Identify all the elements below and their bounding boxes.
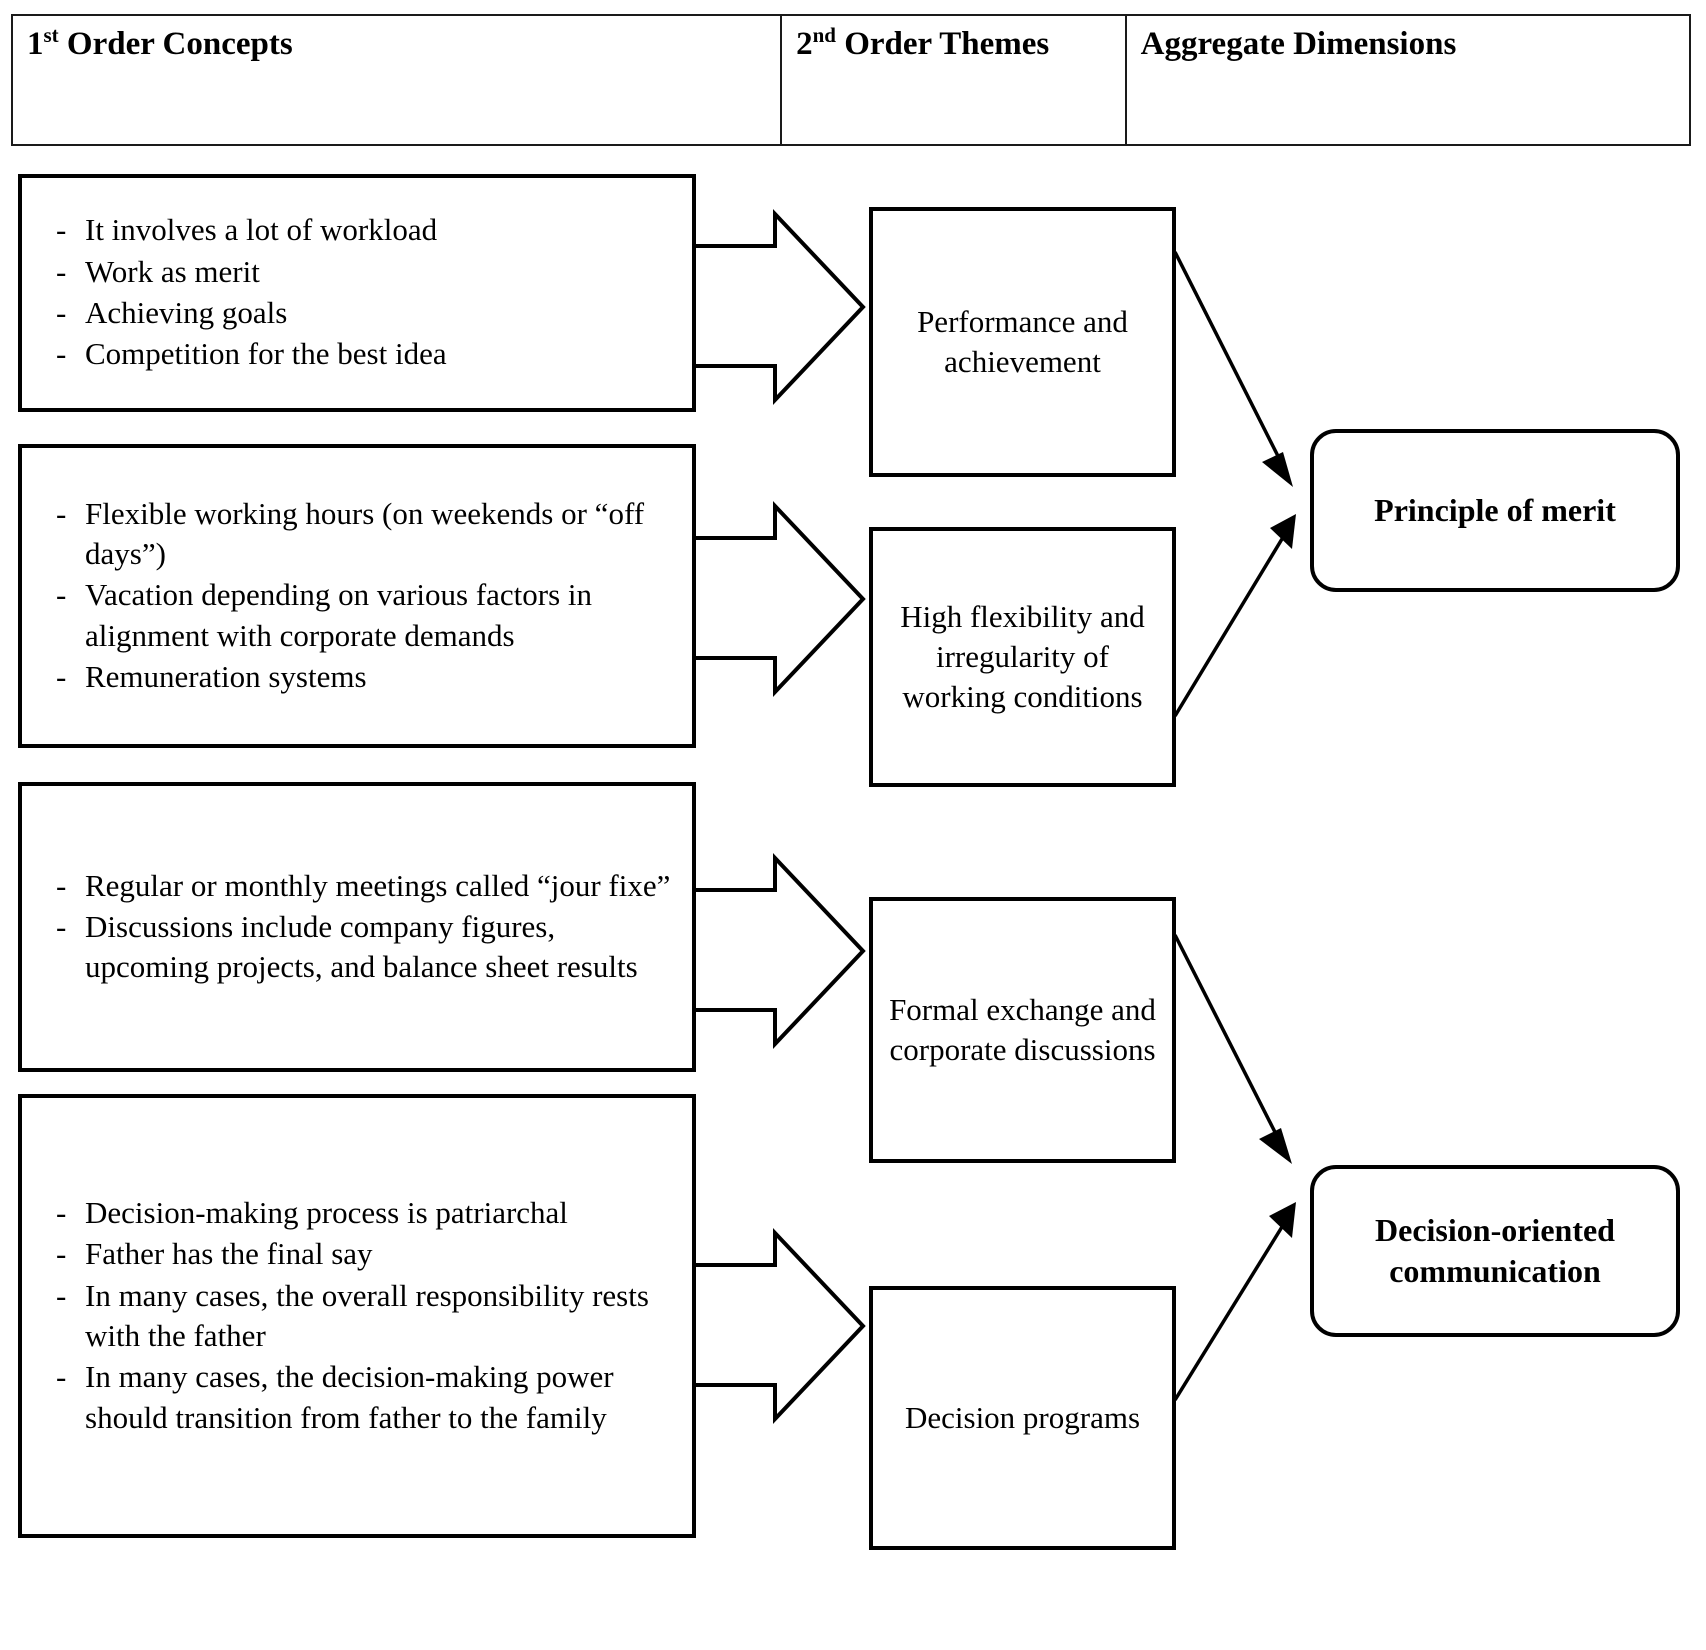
block-arrow-concepts-to-formal-exchange	[690, 852, 866, 1050]
block-arrow-concepts-to-decision-programs	[690, 1227, 866, 1425]
thin-arrow-decision-programs-to-communication	[1173, 1221, 1287, 1401]
first-order-concept-box-meetings: Regular or monthly meetings called “jour…	[18, 782, 696, 1072]
second-order-theme-box-performance: Performance and achievement	[869, 207, 1176, 477]
aggregate-dimension-box-communication: Decision-oriented communication	[1310, 1165, 1680, 1337]
header-col2-ordinal-suffix: nd	[812, 23, 836, 47]
dimension-label: Principle of merit	[1374, 492, 1616, 529]
concept-item: Achieving goals	[52, 293, 678, 334]
first-order-concept-box-flexibility: Flexible working hours (on weekends or “…	[18, 444, 696, 748]
aggregate-dimension-box-merit: Principle of merit	[1310, 429, 1680, 592]
theme-label: Decision programs	[904, 1399, 1141, 1435]
header-col3-text: Aggregate Dimensions	[1140, 26, 1457, 62]
thin-arrow-flexibility-to-merit	[1173, 533, 1287, 717]
concept-item: Flexible working hours (on weekends or “…	[52, 494, 678, 575]
concept-item: Vacation depending on various factors in…	[52, 575, 678, 656]
arrow-head-flexibility-to-merit	[1270, 514, 1296, 549]
header-col2-number: 2	[796, 26, 813, 62]
block-arrow-concepts-to-flexibility	[690, 500, 866, 698]
header-col1-number: 1	[27, 26, 44, 62]
concept-item: Work as merit	[52, 252, 678, 293]
concept-item: Competition for the best idea	[52, 334, 678, 375]
concept-list-flexibility: Flexible working hours (on weekends or “…	[22, 494, 692, 698]
second-order-theme-box-flexibility: High flexibility and irregularity of wor…	[869, 527, 1176, 787]
header-aggregate-dimensions: Aggregate Dimensions	[1127, 16, 1689, 144]
concept-item: Discussions include company figures, upc…	[52, 907, 678, 988]
theme-label: Formal exchange and corporate discussion…	[889, 991, 1156, 1067]
dimension-label: Decision-oriented communication	[1375, 1212, 1615, 1289]
concept-item: In many cases, the overall responsibilit…	[52, 1276, 678, 1357]
header-first-order-concepts: 1st Order Concepts	[13, 16, 783, 144]
column-header-table: 1st Order Concepts 2nd Order Themes Aggr…	[11, 14, 1691, 146]
concept-item: Father has the final say	[52, 1234, 678, 1275]
concept-item: It involves a lot of workload	[52, 210, 678, 251]
block-arrow-concepts-to-performance	[690, 208, 866, 406]
arrow-head-performance-to-merit	[1262, 452, 1293, 487]
second-order-theme-box-formal-exchange: Formal exchange and corporate discussion…	[869, 897, 1176, 1163]
concept-item: Remuneration systems	[52, 657, 678, 698]
thin-arrow-formal-exchange-to-communication	[1173, 934, 1282, 1143]
header-col2-text: Order Themes	[835, 26, 1050, 62]
arrow-head-decision-programs-to-communication	[1269, 1202, 1296, 1238]
concept-item: In many cases, the decision-making power…	[52, 1357, 678, 1438]
header-second-order-themes: 2nd Order Themes	[782, 16, 1127, 144]
concept-item: Decision-making process is patriarchal	[52, 1193, 678, 1234]
second-order-theme-box-decision-programs: Decision programs	[869, 1286, 1176, 1550]
theme-label: Performance and achievement	[917, 303, 1128, 379]
header-col1-ordinal-suffix: st	[43, 23, 59, 47]
concept-list-decision: Decision-making process is patriarchal F…	[22, 1193, 692, 1439]
thin-arrow-performance-to-merit	[1173, 251, 1285, 467]
concept-list-meetings: Regular or monthly meetings called “jour…	[22, 866, 692, 989]
header-col1-text: Order Concepts	[58, 26, 293, 62]
first-order-concept-box-performance: It involves a lot of workload Work as me…	[18, 174, 696, 412]
concept-list-performance: It involves a lot of workload Work as me…	[22, 210, 692, 375]
first-order-concept-box-decision: Decision-making process is patriarchal F…	[18, 1094, 696, 1538]
arrow-head-formal-exchange-to-communication	[1259, 1128, 1292, 1164]
concept-item: Regular or monthly meetings called “jour…	[52, 866, 678, 907]
theme-label: High flexibility and irregularity of wor…	[900, 598, 1145, 715]
